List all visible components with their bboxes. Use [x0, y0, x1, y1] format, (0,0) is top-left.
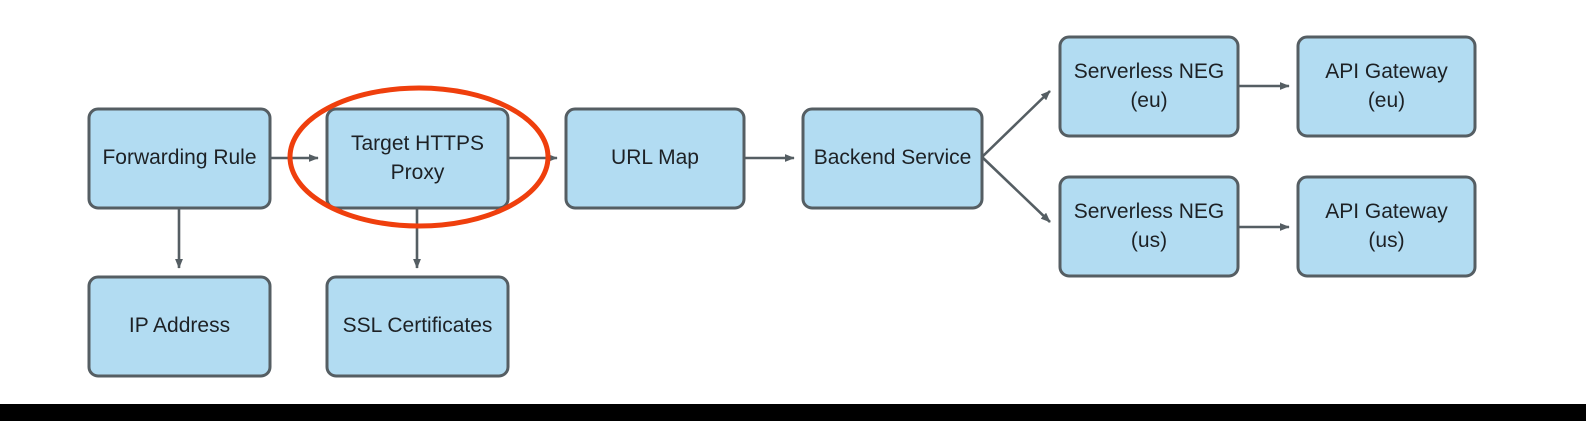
node-sublabel-serverless-neg-eu: (eu): [1130, 89, 1167, 112]
node-label-forwarding-rule: Forwarding Rule: [102, 146, 256, 169]
node-label-api-gateway-eu: API Gateway: [1325, 60, 1448, 83]
node-forwarding-rule[interactable]: Forwarding Rule: [87, 107, 272, 210]
node-box-serverless-neg-us[interactable]: [1058, 175, 1240, 278]
node-box-api-gateway-eu[interactable]: [1296, 35, 1477, 138]
node-ip-address[interactable]: IP Address: [87, 275, 272, 378]
node-box-api-gateway-us[interactable]: [1296, 175, 1477, 278]
node-sublabel-api-gateway-us: (us): [1368, 229, 1404, 252]
node-label-serverless-neg-us: Serverless NEG: [1074, 200, 1225, 223]
node-sublabel-serverless-neg-us: (us): [1131, 229, 1167, 252]
node-sublabel-target-https-proxy: Proxy: [391, 161, 445, 184]
node-label-ssl-certificates: SSL Certificates: [343, 314, 493, 337]
node-box-ip-address[interactable]: [87, 275, 272, 378]
node-label-target-https-proxy: Target HTTPS: [351, 132, 484, 155]
node-box-ssl-certificates[interactable]: [325, 275, 510, 378]
edge-backend-service-to-serverless-neg-us: [981, 156, 1051, 223]
nodes-layer: Forwarding Rule Target HTTPS Proxy URL Map B…: [87, 35, 1477, 378]
node-api-gateway-us[interactable]: API Gateway (us): [1296, 175, 1477, 278]
node-serverless-neg-eu[interactable]: Serverless NEG (eu): [1058, 35, 1240, 138]
node-url-map[interactable]: URL Map: [564, 107, 746, 210]
node-box-forwarding-rule[interactable]: [87, 107, 272, 210]
node-label-api-gateway-us: API Gateway: [1325, 200, 1448, 223]
node-target-https-proxy[interactable]: Target HTTPS Proxy: [325, 107, 510, 210]
edges-layer: [175, 82, 1290, 269]
node-sublabel-api-gateway-eu: (eu): [1368, 89, 1405, 112]
node-serverless-neg-us[interactable]: Serverless NEG (us): [1058, 175, 1240, 278]
node-label-ip-address: IP Address: [129, 314, 230, 337]
annotations-layer: [287, 85, 551, 229]
bottom-black-bar: [0, 404, 1586, 421]
node-backend-service[interactable]: Backend Service: [801, 107, 984, 210]
node-box-url-map[interactable]: [564, 107, 746, 210]
annotation-target-https-proxy-highlight: [287, 85, 551, 229]
node-label-backend-service: Backend Service: [814, 146, 972, 169]
node-ssl-certificates[interactable]: SSL Certificates: [325, 275, 510, 378]
node-label-url-map: URL Map: [611, 146, 699, 169]
node-box-serverless-neg-eu[interactable]: [1058, 35, 1240, 138]
node-box-target-https-proxy[interactable]: [325, 107, 510, 210]
node-label-serverless-neg-eu: Serverless NEG: [1074, 60, 1225, 83]
edge-backend-service-to-serverless-neg-eu: [981, 90, 1051, 158]
node-box-backend-service[interactable]: [801, 107, 984, 210]
node-api-gateway-eu[interactable]: API Gateway (eu): [1296, 35, 1477, 138]
